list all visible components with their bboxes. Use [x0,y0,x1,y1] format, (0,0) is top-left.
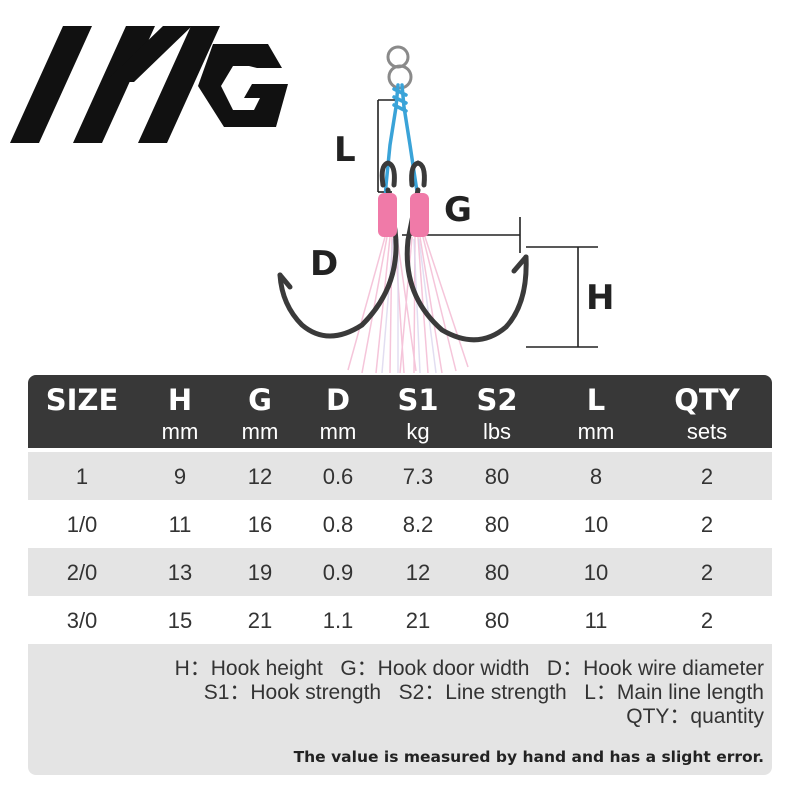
hook-diagram: L G D H [230,25,650,375]
cell-s1: 7.3 [402,464,434,489]
table-header: SIZE H mm G mm D mm S1 kg S2 lbs L mm QT… [28,375,772,448]
brand-logo [10,26,288,143]
header-d: D [325,383,351,417]
header-g: G [248,383,272,417]
cell-h: 13 [167,560,193,585]
dimension-label-h: H [586,278,615,318]
legend-line-3: QTY：quantity [626,705,764,728]
cell-size: 2/0 [66,560,98,585]
cell-size: 3/0 [66,608,98,633]
header-size: SIZE [45,383,119,417]
cell-qty: 2 [700,608,714,633]
cell-d: 0.8 [322,512,354,537]
cell-l: 8 [589,464,603,489]
header-l-unit: mm [577,419,615,444]
cell-l: 10 [583,560,609,585]
table-row: 1/0 11 16 0.8 8.2 80 10 2 [28,500,772,548]
header-s2: S2 [476,383,518,417]
cell-s1: 12 [405,560,431,585]
cell-s2: 80 [484,512,510,537]
header-g-unit: mm [241,419,279,444]
cell-d: 0.9 [322,560,354,585]
table-row: 1 9 12 0.6 7.3 80 8 2 [28,452,772,500]
cell-g: 16 [247,512,273,537]
cell-s1: 21 [405,608,431,633]
assist-hook-illustration [277,45,598,374]
cell-h: 11 [168,512,192,537]
cell-s1: 8.2 [402,512,434,537]
dimension-label-d: D [310,244,339,284]
cell-qty: 2 [700,512,714,537]
cell-size: 1 [75,464,89,489]
header-h-unit: mm [161,419,199,444]
cell-g: 19 [247,560,273,585]
cell-s2: 80 [484,608,510,633]
cell-d: 0.6 [322,464,354,489]
table-row: 3/0 15 21 1.1 21 80 11 2 [28,596,772,644]
cell-s2: 80 [484,464,510,489]
cell-h: 15 [167,608,193,633]
header-d-unit: mm [319,419,357,444]
cell-qty: 2 [700,560,714,585]
legend-panel: H：Hook height G：Hook door width D：Hook w… [28,644,772,775]
header-s1-unit: kg [406,419,430,444]
table-row: 2/0 13 19 0.9 12 80 10 2 [28,548,772,596]
header-s2-unit: lbs [482,419,512,444]
cell-l: 10 [583,512,609,537]
header-h: H [167,383,193,417]
header-qty-unit: sets [686,419,728,444]
spec-table: SIZE H mm G mm D mm S1 kg S2 lbs L mm QT… [28,375,772,775]
cell-g: 12 [247,464,273,489]
legend-line-2: S1：Hook strength S2：Line strength L：Main… [203,681,764,704]
legend-line-1: H：Hook height G：Hook door width D：Hook w… [174,657,764,680]
cell-qty: 2 [700,464,714,489]
header-qty: QTY [674,383,740,417]
cell-s2: 80 [484,560,510,585]
cell-g: 21 [247,608,273,633]
header-l: L [586,383,606,417]
cell-l: 11 [584,608,608,633]
dimension-label-l: L [334,130,356,170]
cell-size: 1/0 [66,512,98,537]
cell-h: 9 [173,464,187,489]
cell-d: 1.1 [322,608,354,633]
header-s1: S1 [397,383,439,417]
measurement-note: The value is measured by hand and has a … [293,748,764,766]
dimension-label-g: G [444,190,472,230]
